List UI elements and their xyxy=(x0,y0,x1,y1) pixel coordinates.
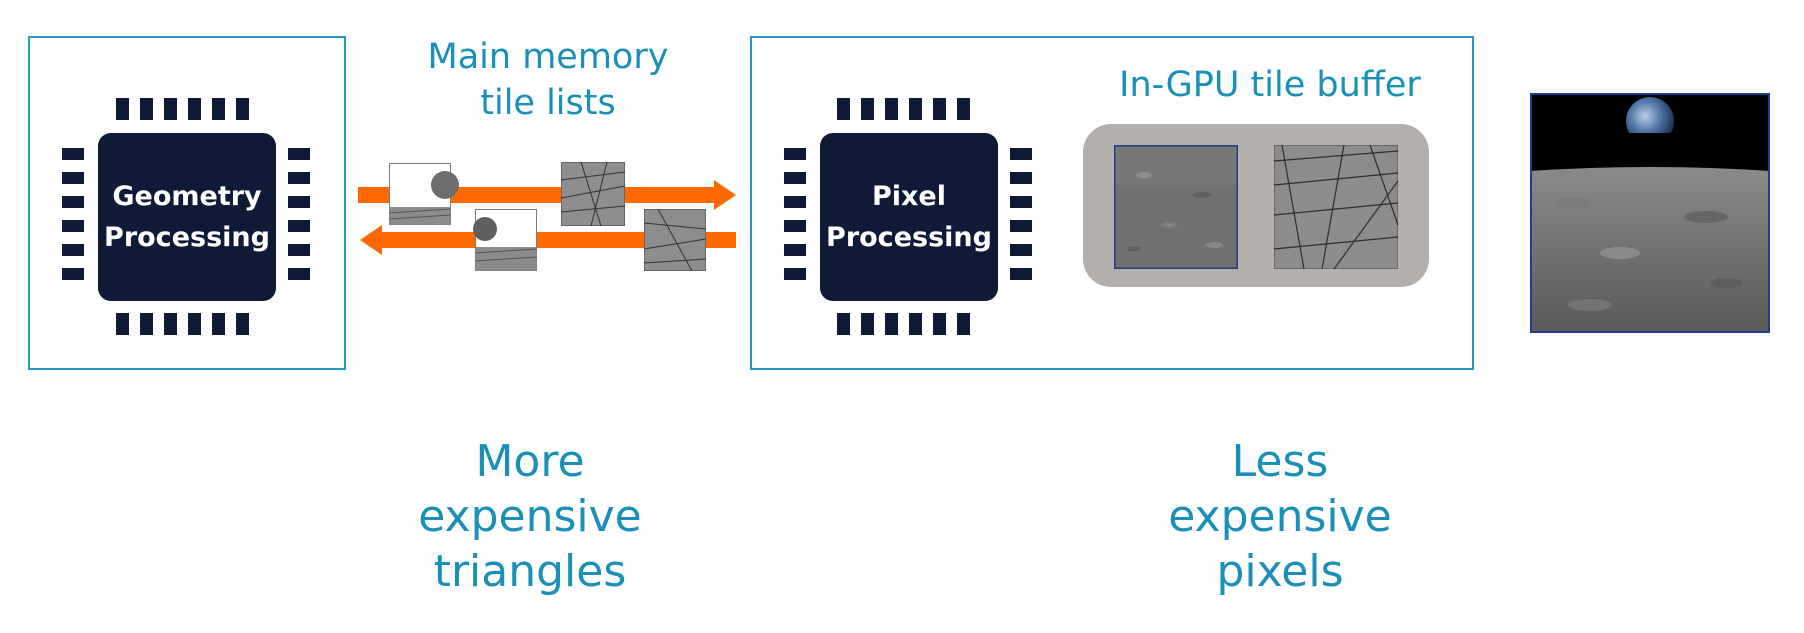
pixel-processing-chip: Pixel Processing xyxy=(820,133,998,301)
chip-pin-icon xyxy=(288,148,310,160)
chip-pin-icon xyxy=(62,196,84,208)
chip-pin-icon xyxy=(1010,268,1032,280)
bottom-left-line1: More xyxy=(475,436,585,487)
chip-pin-icon xyxy=(1010,244,1032,256)
pixel-chip-label-line2: Processing xyxy=(826,222,992,253)
chip-pin-icon xyxy=(116,98,129,120)
chip-pin-icon xyxy=(933,313,946,335)
chip-pin-icon xyxy=(62,244,84,256)
chip-pin-icon xyxy=(933,98,946,120)
chip-pin-icon xyxy=(784,148,806,160)
bottom-right-line1: Less xyxy=(1231,436,1329,487)
bottom-left-line2: expensive xyxy=(418,491,642,542)
chip-pin-icon xyxy=(288,196,310,208)
chip-pin-icon xyxy=(62,148,84,160)
chip-pin-icon xyxy=(1010,196,1032,208)
chip-pin-icon xyxy=(837,313,850,335)
buffer-tile-triangles xyxy=(1273,144,1399,270)
chip-pin-icon xyxy=(288,268,310,280)
chip-pin-icon xyxy=(188,313,201,335)
chip-pin-icon xyxy=(1010,172,1032,184)
chip-pin-icon xyxy=(837,98,850,120)
tile-list-tile-triangles xyxy=(560,161,626,227)
geometry-processing-chip: Geometry Processing xyxy=(98,133,276,301)
tile-list-tile-earth xyxy=(388,163,459,225)
chip-pin-icon xyxy=(62,172,84,184)
geometry-chip-label-line1: Geometry xyxy=(112,181,262,212)
chip-pin-icon xyxy=(861,313,874,335)
buffer-tile-moon-surface xyxy=(1114,145,1238,269)
chip-pin-icon xyxy=(288,220,310,232)
chip-pin-icon xyxy=(1010,148,1032,160)
chip-pin-icon xyxy=(288,172,310,184)
tile-buffer-label: In-GPU tile buffer xyxy=(1119,65,1421,105)
chip-pin-icon xyxy=(62,220,84,232)
chip-pin-icon xyxy=(909,98,922,120)
chip-pin-icon xyxy=(784,220,806,232)
chip-pin-icon xyxy=(1010,220,1032,232)
chip-pin-icon xyxy=(784,172,806,184)
pixel-chip-label-line1: Pixel xyxy=(871,181,946,212)
chip-pin-icon xyxy=(212,98,225,120)
main-memory-label: Main memory tile lists xyxy=(398,34,698,126)
tile-list-tile-triangles xyxy=(643,208,707,272)
chip-pin-icon xyxy=(784,268,806,280)
chip-pin-icon xyxy=(62,268,84,280)
tile-list-tile-earth xyxy=(473,209,538,271)
main-memory-label-line1: Main memory xyxy=(427,37,669,77)
pixel-frame xyxy=(750,36,1474,370)
data-flow-arrow-icon xyxy=(714,180,736,210)
chip-pin-icon xyxy=(885,313,898,335)
geometry-chip-label-line2: Processing xyxy=(104,222,270,253)
chip-pin-icon xyxy=(236,313,249,335)
chip-pin-icon xyxy=(188,98,201,120)
chip-pin-icon xyxy=(957,313,970,335)
bottom-right-line3: pixels xyxy=(1216,546,1344,597)
chip-pin-icon xyxy=(909,313,922,335)
chip-pin-icon xyxy=(140,313,153,335)
bottom-left-line3: triangles xyxy=(433,546,627,597)
more-expensive-triangles-label: More expensive triangles xyxy=(380,434,680,599)
chip-pin-icon xyxy=(164,313,177,335)
bottom-right-line2: expensive xyxy=(1168,491,1392,542)
data-flow-arrow-icon xyxy=(360,225,382,255)
main-memory-label-line2: tile lists xyxy=(480,83,616,123)
geometry-frame xyxy=(28,36,346,370)
chip-pin-icon xyxy=(784,244,806,256)
less-expensive-pixels-label: Less expensive pixels xyxy=(1130,434,1430,599)
chip-pin-icon xyxy=(212,313,225,335)
chip-pin-icon xyxy=(236,98,249,120)
chip-pin-icon xyxy=(861,98,874,120)
chip-pin-icon xyxy=(164,98,177,120)
chip-pin-icon xyxy=(116,313,129,335)
chip-pin-icon xyxy=(957,98,970,120)
chip-pin-icon xyxy=(885,98,898,120)
chip-pin-icon xyxy=(784,196,806,208)
chip-pin-icon xyxy=(288,244,310,256)
chip-pin-icon xyxy=(140,98,153,120)
earthrise-photo xyxy=(1530,93,1770,333)
